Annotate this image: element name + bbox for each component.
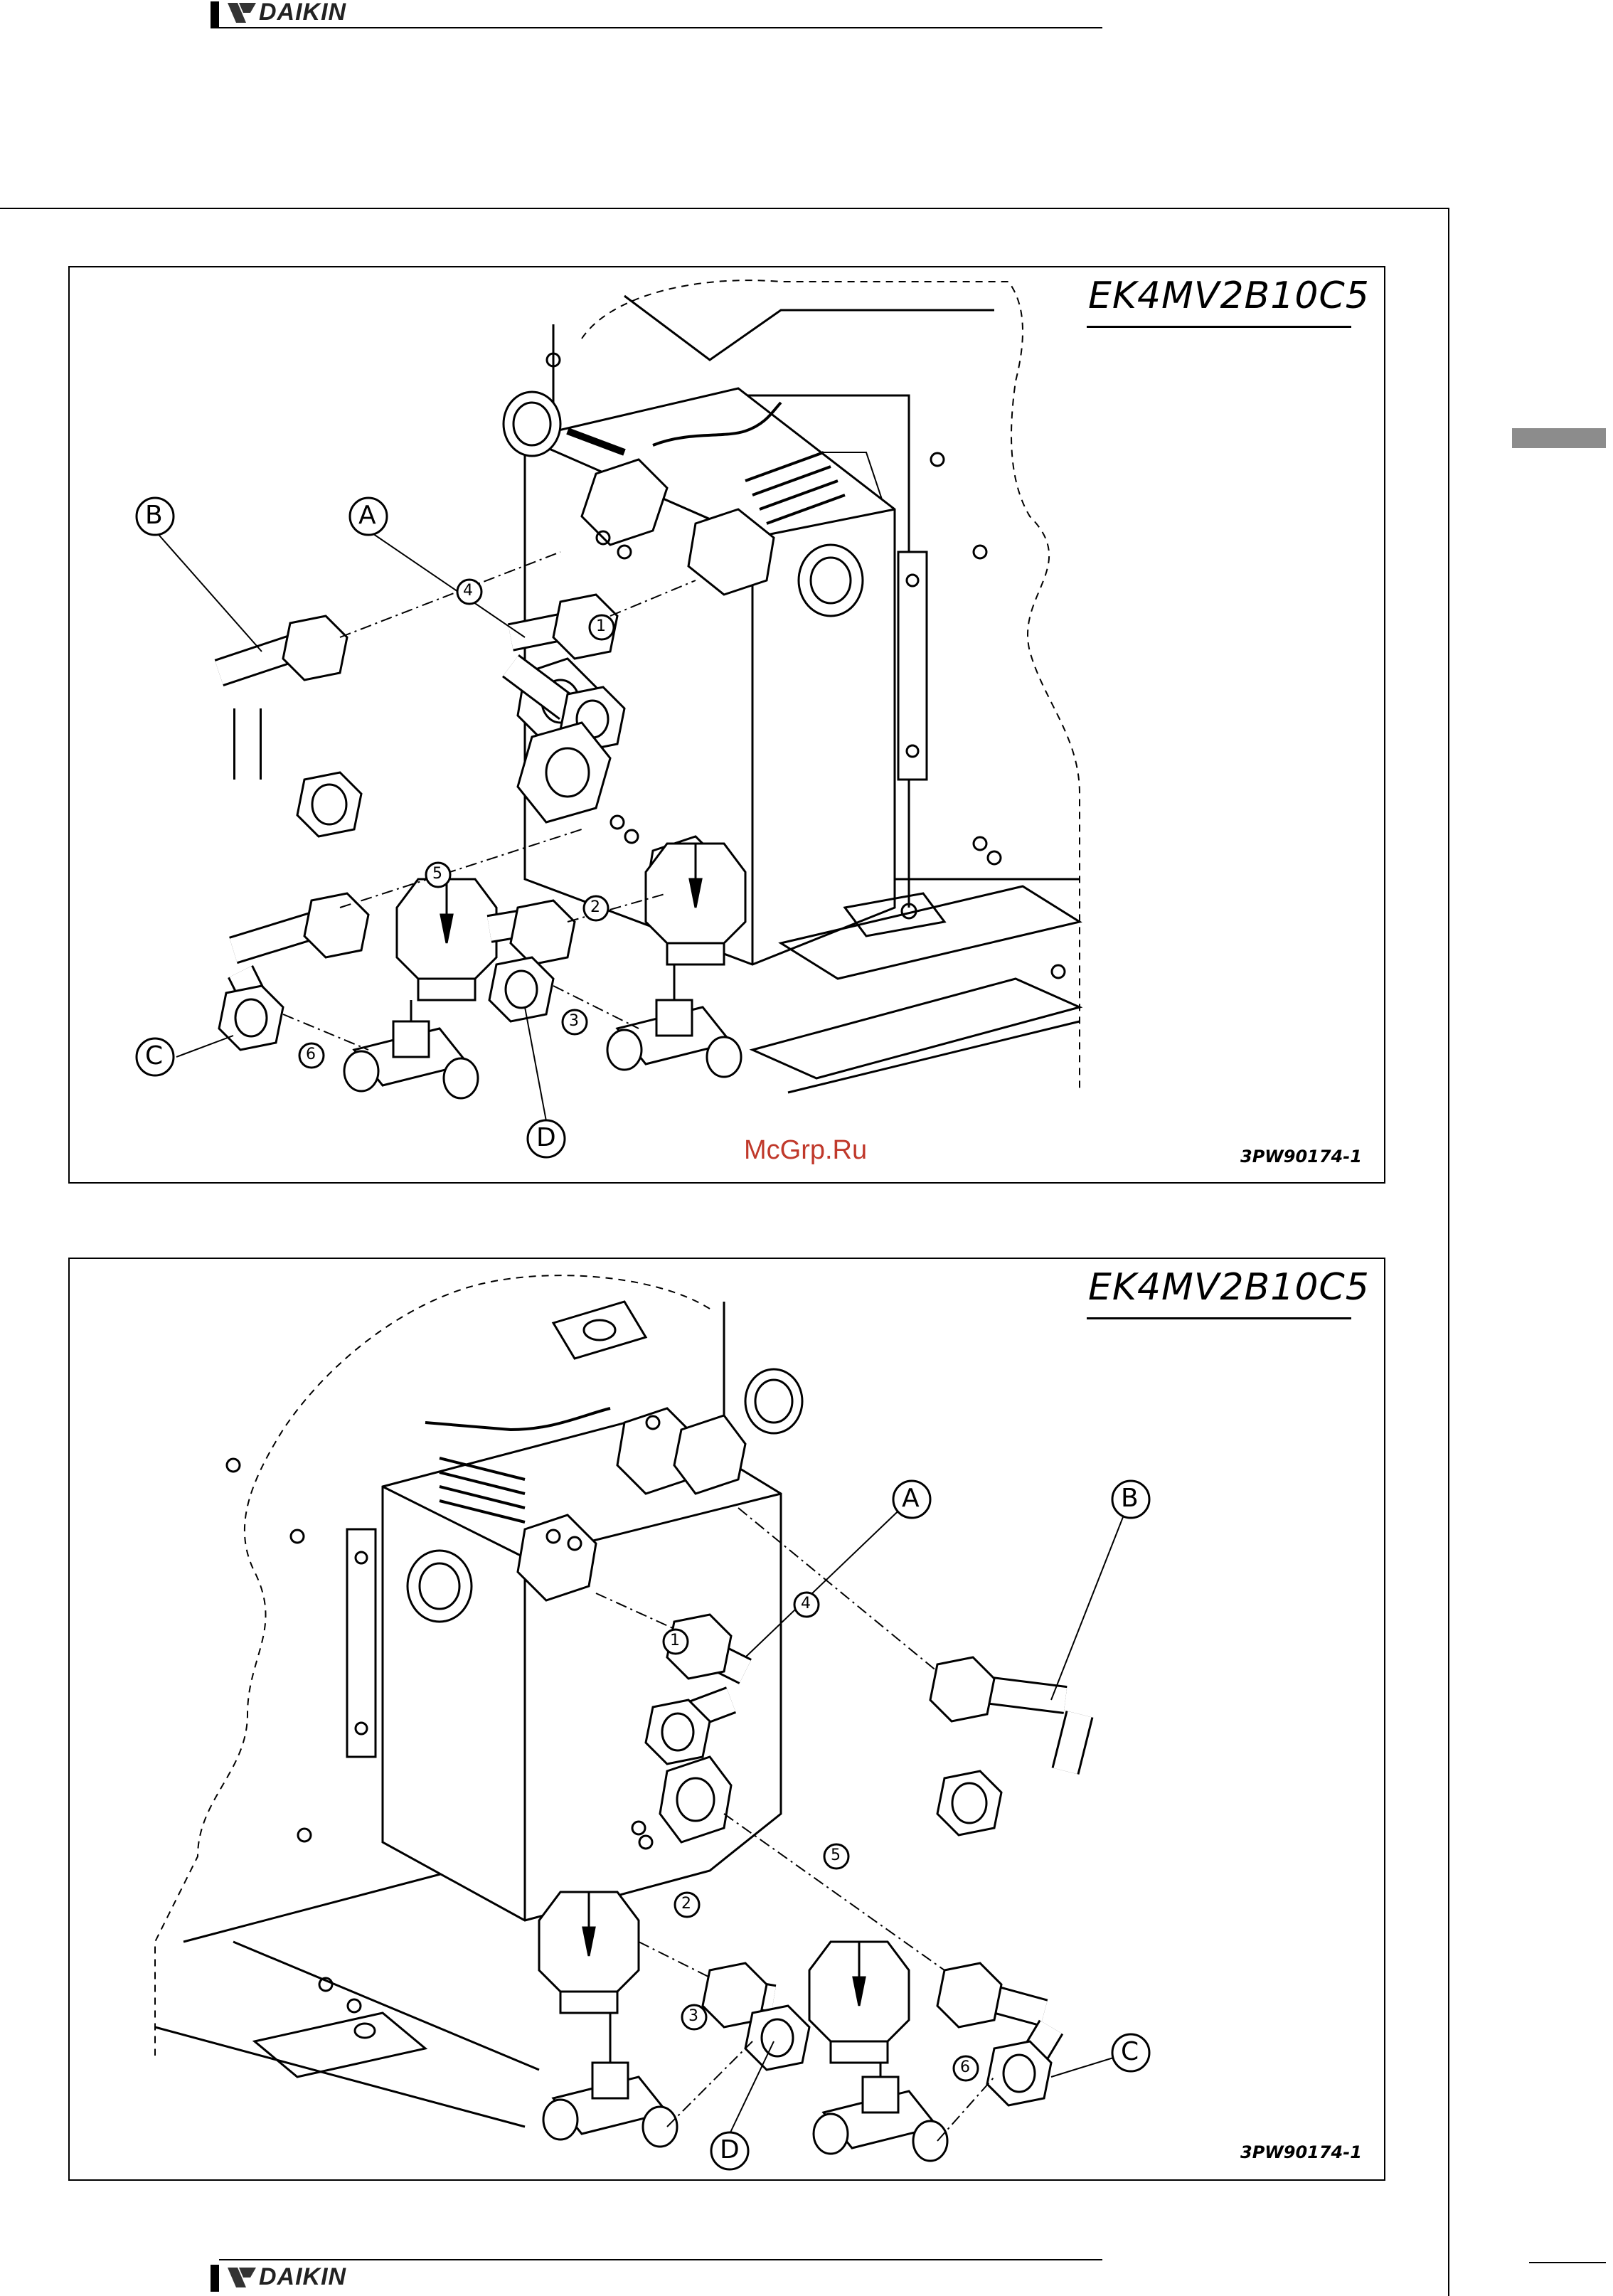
figure-1-step-5: 5 [432, 865, 442, 883]
figure-2-step-6: 6 [960, 2058, 970, 2076]
daikin-logo-icon [228, 3, 256, 24]
footer-rule [219, 2259, 1102, 2260]
figure-1-callout-d: D [536, 1123, 556, 1152]
figure-1-callout-a: A [358, 501, 376, 530]
figure-1-step-1: 1 [596, 617, 606, 635]
footer-side-rule [1529, 2262, 1606, 2263]
footer-bar-mark [211, 2265, 219, 2292]
figure-2-step-3: 3 [688, 2007, 698, 2025]
figure-1-callout-b: B [145, 501, 163, 530]
figure-1-callout-c: C [145, 1041, 163, 1070]
header-brand: DAIKIN [259, 0, 346, 26]
header-rule [219, 27, 1102, 28]
figure-2-step-1: 1 [670, 1632, 680, 1649]
header-bar-mark [211, 1, 219, 28]
figure-1-step-2: 2 [590, 898, 600, 916]
figure-2-callout-b: B [1121, 1484, 1139, 1513]
figure-1-step-6: 6 [306, 1046, 316, 1063]
figure-2-callout-a: A [902, 1484, 920, 1513]
figure-2-callout-d: D [720, 2135, 740, 2164]
section-tab [1512, 428, 1606, 448]
figure-1: EK4MV2B10C5 3PW90174-1 [68, 266, 1385, 1184]
watermark: McGrp.Ru [744, 1135, 867, 1166]
figure-2-callouts [70, 1259, 1384, 2179]
footer: DAIKIN [206, 2259, 1102, 2295]
figure-2: EK4MV2B10C5 3PW90174-1 [68, 1258, 1385, 2181]
figure-2-step-4: 4 [801, 1595, 811, 1612]
footer-brand: DAIKIN [259, 2263, 346, 2291]
figure-1-step-3: 3 [569, 1012, 579, 1030]
header: DAIKIN [206, 0, 1102, 31]
figure-2-step-2: 2 [681, 1895, 691, 1913]
figure-2-callout-c: C [1121, 2037, 1139, 2066]
figure-2-step-5: 5 [831, 1846, 841, 1864]
figure-1-callouts [70, 267, 1384, 1182]
daikin-logo-icon [228, 2268, 256, 2289]
figure-1-step-4: 4 [463, 582, 473, 600]
